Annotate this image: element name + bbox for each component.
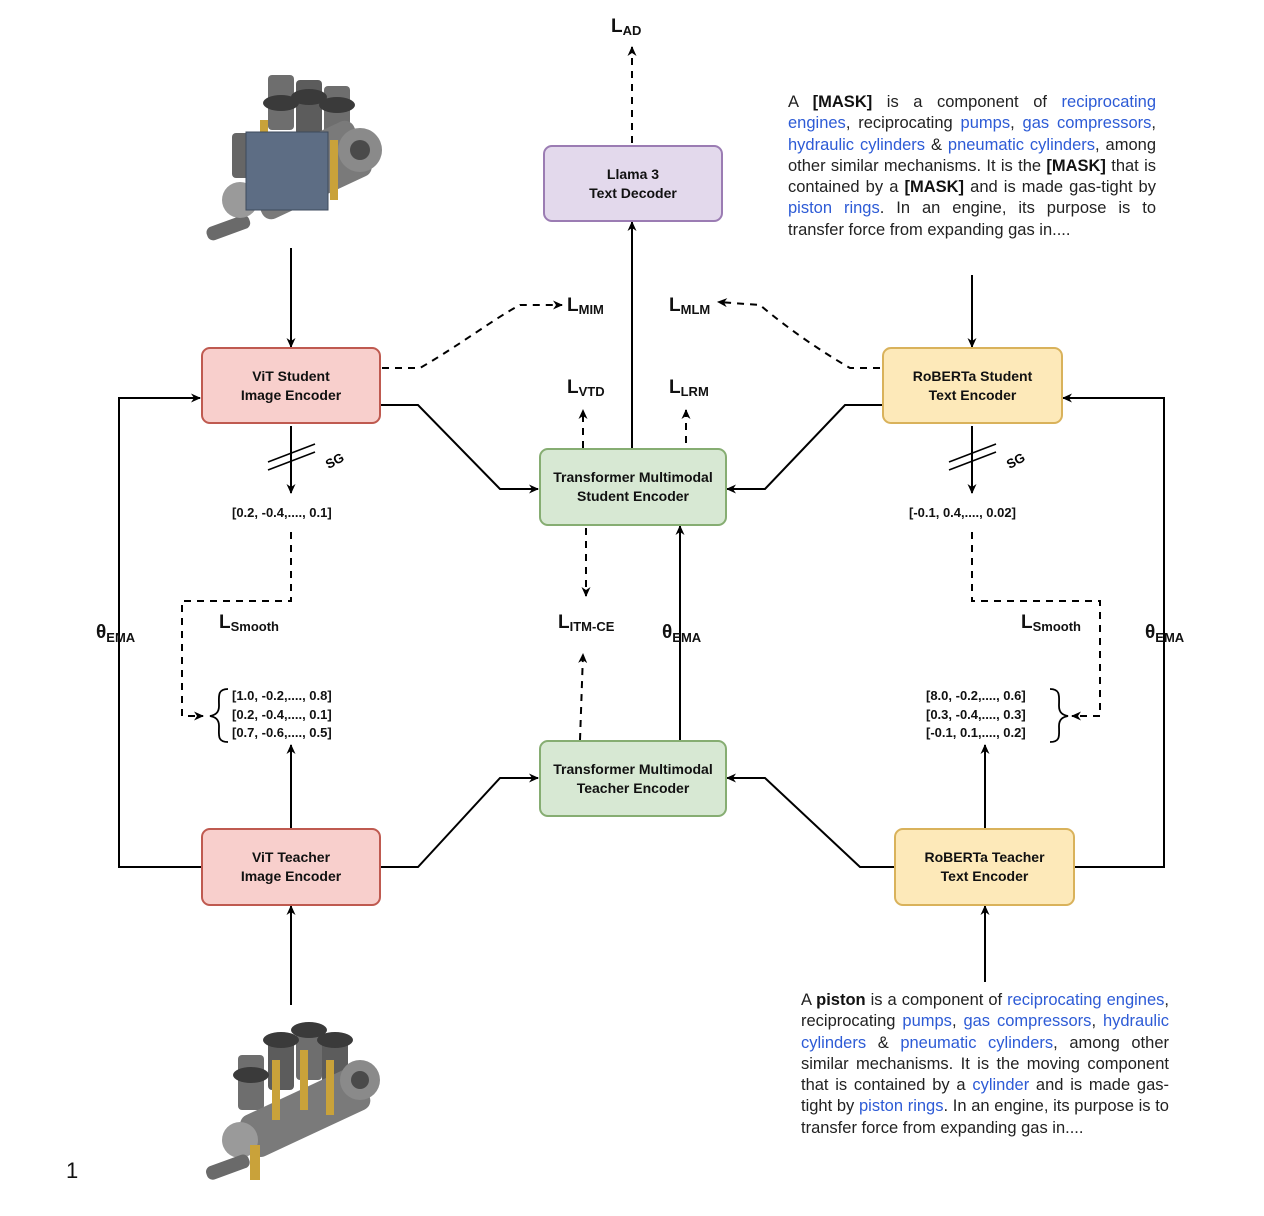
text-run: A — [788, 93, 813, 111]
masked-text-input: A [MASK] is a component of reciprocating… — [788, 92, 1156, 241]
teacher-text-embedding-1: [8.0, -0.2,...., 0.6] — [926, 688, 1026, 703]
mm-student-line-1: Transformer Multimodal — [553, 469, 713, 485]
mask-patch — [245, 131, 329, 211]
text-link[interactable]: piston rings — [788, 199, 880, 218]
mm-teacher-line-1: Transformer Multimodal — [553, 760, 713, 777]
vit-student-line-2: Image Encoder — [240, 386, 342, 403]
text-emphasis: [MASK] — [904, 178, 965, 197]
vit-teacher-line-1: ViT Teacher — [251, 849, 331, 865]
theta-ema-right: θEMA — [1145, 622, 1185, 645]
text-link[interactable]: hydraulic cylinders — [801, 1012, 1169, 1052]
text-run: , among other similar mechanisms. It is … — [801, 1033, 1169, 1095]
text-run: and is made gas-tight by — [964, 178, 1156, 197]
text-run: , — [1010, 114, 1023, 133]
text-link[interactable]: gas compressors — [1022, 114, 1152, 133]
roberta-teacher-line-2: Text Encoder — [940, 868, 1029, 884]
student-image-embedding: [0.2, -0.4,...., 0.1] — [232, 505, 332, 520]
text-run: , — [1151, 114, 1156, 133]
llama-text-decoder: Llama 3 Text Decoder — [543, 145, 723, 222]
text-link[interactable]: pumps — [902, 1012, 952, 1031]
text-run: , — [1091, 1012, 1103, 1031]
loss-itm-ce: LITM-CE — [558, 612, 615, 634]
text-emphasis: [MASK] — [1046, 156, 1106, 175]
text-link[interactable]: reciprocating engines — [1007, 991, 1165, 1009]
brace-left — [209, 688, 229, 743]
text-run: is a component of — [865, 991, 1008, 1009]
text-run: , reciprocating — [801, 991, 1169, 1031]
teacher-image-embedding-1: [1.0, -0.2,...., 0.8] — [232, 688, 332, 703]
full-text-input: A piston is a component of reciprocating… — [801, 990, 1169, 1139]
llama-line-2: Text Decoder — [589, 184, 677, 201]
teacher-image-embeddings: [1.0, -0.2,...., 0.8] [0.2, -0.4,...., 0… — [232, 687, 332, 743]
solid-connectors — [118, 221, 1165, 1005]
text-run: & — [925, 135, 948, 154]
text-run: . In an engine, its purpose is to transf… — [788, 199, 1156, 239]
page-number: 1 — [66, 1158, 79, 1183]
loss-vtd: LVTD — [567, 377, 605, 399]
text-run: is a component of — [872, 93, 1062, 111]
teacher-image-embedding-3: [0.7, -0.6,...., 0.5] — [232, 725, 332, 740]
mm-teacher-line-2: Teacher Encoder — [576, 779, 690, 796]
teacher-image-embedding-2: [0.2, -0.4,...., 0.1] — [232, 706, 332, 722]
vit-teacher-encoder: ViT Teacher Image Encoder — [201, 828, 381, 906]
mm-student-line-2: Student Encoder — [576, 488, 689, 504]
text-run: that is contained by a — [788, 156, 1156, 197]
text-run: . In an engine, its purpose is to transf… — [801, 1097, 1169, 1137]
roberta-student-encoder: RoBERTa Student Text Encoder — [882, 347, 1063, 424]
text-link[interactable]: reciprocating engines — [788, 93, 1156, 133]
engine-image — [206, 1022, 380, 1180]
student-text-embedding: [-0.1, 0.4,...., 0.02] — [909, 505, 1016, 520]
text-link[interactable]: cylinder — [972, 1076, 1030, 1095]
brace-right — [1049, 688, 1069, 743]
roberta-student-line-2: Text Encoder — [928, 386, 1017, 403]
text-link[interactable]: pneumatic cylinders — [947, 135, 1096, 154]
vit-student-line-1: ViT Student — [252, 367, 330, 384]
text-link[interactable]: gas compressors — [963, 1012, 1092, 1031]
text-emphasis: piston — [816, 991, 866, 1009]
roberta-teacher-encoder: RoBERTa Teacher Text Encoder — [894, 828, 1075, 906]
teacher-text-embedding-2: [0.3, -0.4,...., 0.3] — [926, 706, 1026, 722]
text-run: , — [951, 1012, 964, 1031]
text-run: , among other similar mechanisms. It is … — [788, 135, 1156, 175]
vit-student-encoder: ViT Student Image Encoder — [201, 347, 381, 424]
text-link[interactable]: hydraulic cylinders — [788, 135, 926, 154]
text-link[interactable]: pneumatic cylinders — [900, 1033, 1054, 1052]
text-link[interactable]: piston rings — [859, 1097, 944, 1116]
theta-ema-left: θEMA — [96, 622, 136, 645]
teacher-text-embedding-3: [-0.1, 0.1,...., 0.2] — [926, 725, 1026, 740]
theta-ema-center: θEMA — [662, 622, 702, 645]
loss-smooth-right: LSmooth — [1021, 612, 1081, 634]
multimodal-teacher-encoder: Transformer Multimodal Teacher Encoder — [539, 740, 727, 817]
text-run: & — [866, 1033, 901, 1052]
teacher-text-embeddings: [8.0, -0.2,...., 0.6] [0.3, -0.4,...., 0… — [926, 687, 1026, 743]
multimodal-student-encoder: Transformer Multimodal Student Encoder — [539, 448, 727, 526]
text-run: A — [801, 991, 817, 1009]
sg-label-right: SG — [1004, 450, 1028, 472]
loss-mim: LMIM — [567, 295, 604, 317]
sg-label-left: SG — [323, 450, 347, 472]
text-run: and is made gas-tight by — [801, 1076, 1169, 1116]
vit-teacher-line-2: Image Encoder — [240, 868, 342, 884]
stop-gradient-marks — [267, 443, 997, 471]
llama-line-1: Llama 3 — [606, 165, 660, 182]
dashed-connectors — [181, 46, 1101, 741]
roberta-student-line-1: RoBERTa Student — [912, 367, 1033, 384]
loss-ad: LAD — [611, 16, 642, 38]
text-link[interactable]: pumps — [960, 114, 1011, 133]
loss-lrm: LLRM — [669, 377, 709, 399]
roberta-teacher-line-1: RoBERTa Teacher — [924, 849, 1045, 865]
text-emphasis: [MASK] — [812, 93, 873, 111]
text-run: , reciprocating — [845, 114, 961, 133]
loss-smooth-left: LSmooth — [219, 612, 279, 634]
loss-mlm: LMLM — [669, 295, 711, 317]
